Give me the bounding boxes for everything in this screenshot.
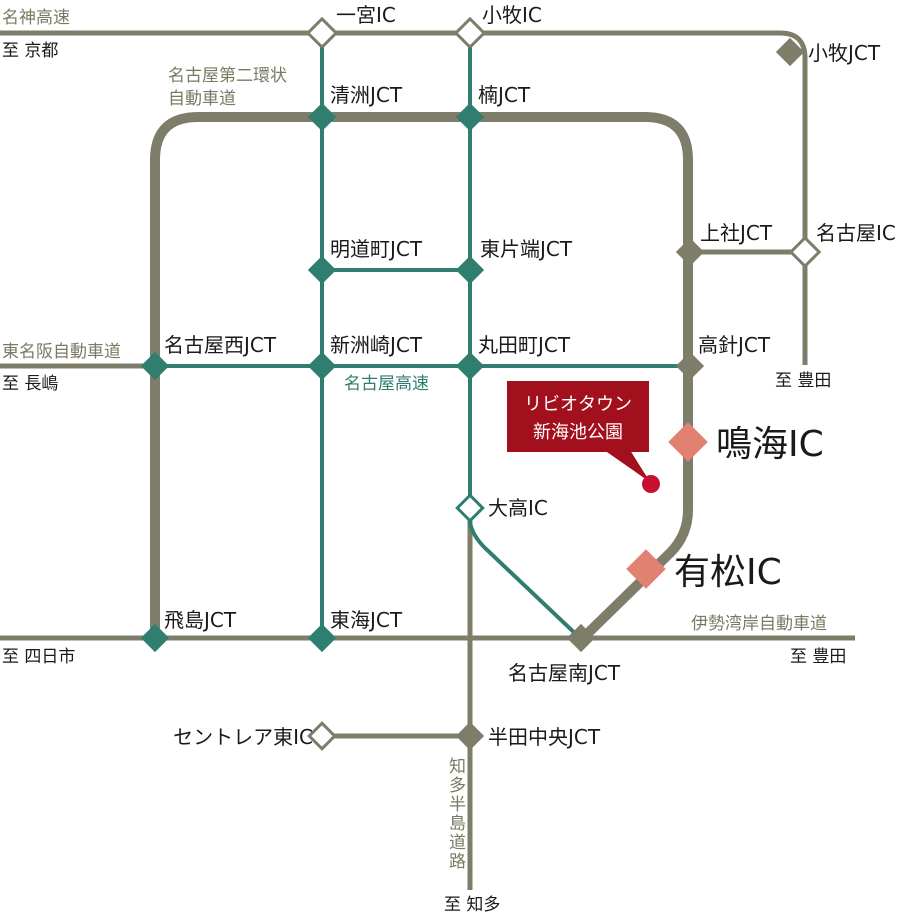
nagoya-ic-label: 名古屋IC [816,221,896,245]
shinsuzaki-jct-label: 新洲崎JCT [330,333,423,357]
dest-yokkaichi: 至 四日市 [2,647,75,667]
kamiyashiro-jct-marker [675,237,705,267]
komaki-jct-marker [775,37,805,67]
nagoya-ic-marker [788,235,822,269]
odaka-ic-marker [455,493,485,523]
handa-chuo-jct-label: 半田中央JCT [488,725,601,749]
callout-line2: 新海池公園 [533,422,623,443]
narumi-ic-label: 鳴海IC [716,424,824,465]
arimatsu-ic-marker [626,549,666,589]
chita-peninsula-label: 知多半島道路 [445,757,466,871]
marutamachi-jct-label: 丸田町JCT [478,333,571,357]
nagoya-second-ring [150,112,693,642]
handa-chuo-jct-marker [455,721,485,751]
nagoya-nishi-jct-label: 名古屋西JCT [164,333,277,357]
isewangan-label: 伊勢湾岸自動車道 [691,614,827,634]
property-callout: リビオタウン 新海池公園 [507,381,650,482]
callout-pointer [604,450,650,482]
tobishima-jct-label: 飛島JCT [164,608,237,632]
ichinomiya-ic-marker [305,16,339,50]
komaki-ic-label: 小牧IC [482,3,542,27]
odaka-ic-label: 大高IC [488,496,548,520]
higashikatahata-jct-label: 東片端JCT [480,237,573,261]
nagoya-minami-jct-marker [566,623,596,653]
komaki-jct-label: 小牧JCT [808,41,881,65]
dest-toyota-lower: 至 豊田 [790,647,846,667]
dest-toyota-upper: 至 豊田 [775,371,831,391]
kiyosu-jct-marker [307,102,337,132]
tokai-jct-label: 東海JCT [330,608,403,632]
meishin-expressway [0,30,808,365]
nagoya-expressway-label: 名古屋高速 [344,374,429,394]
kusunoki-jct-label: 楠JCT [478,83,531,107]
tokai-jct-marker [307,623,337,653]
centrair-higashi-ic-marker [307,721,337,751]
arimatsu-ic-label: 有松IC [674,552,782,593]
second-ring-label-1: 名古屋第二環状 [168,66,287,86]
kusunoki-jct-marker [455,102,485,132]
nagoya-minami-jct-label: 名古屋南JCT [508,661,621,685]
komaki-ic-marker [453,16,487,50]
narumi-ic-marker [668,422,708,462]
meishin-label: 名神高速 [2,8,70,28]
dest-nagashima: 至 長嶋 [2,374,58,394]
takabari-jct-marker [675,351,705,381]
tomei-label: 東名阪自動車道 [2,342,121,362]
dest-kyoto: 至 京都 [2,41,58,61]
dest-chita: 至 知多 [444,895,500,915]
callout-box [507,381,649,452]
callout-line1: リビオタウン [524,394,632,415]
meidocho-jct-label: 明道町JCT [330,237,423,261]
takabari-jct-label: 高針JCT [698,333,771,357]
kiyosu-jct-label: 清洲JCT [330,83,403,107]
nagoya-expressway-odaka-branch [468,508,582,640]
centrair-higashi-ic-label: セントレア東IC [173,725,313,749]
tobishima-jct-marker [140,623,170,653]
kamiyashiro-jct-label: 上社JCT [700,221,773,245]
property-location-dot [642,475,660,493]
ichinomiya-ic-label: 一宮IC [336,3,396,27]
second-ring-label-2: 自動車道 [168,89,236,109]
